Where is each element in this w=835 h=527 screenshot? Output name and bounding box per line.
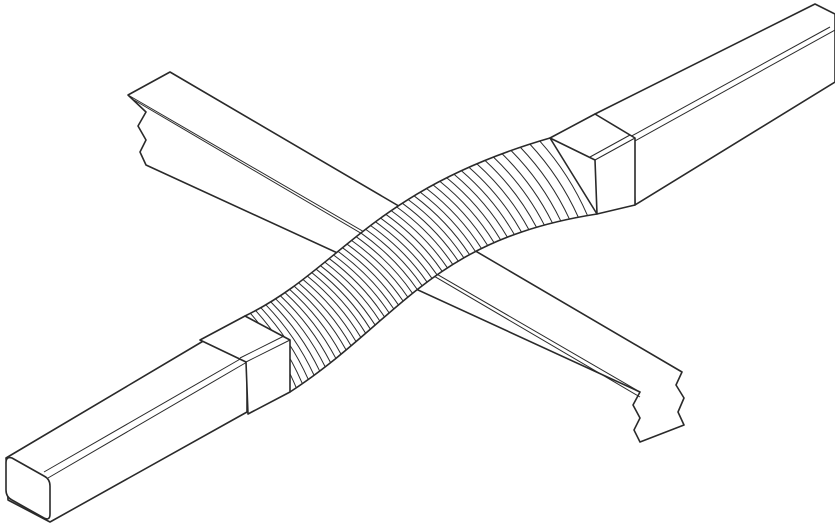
- flex-rib: [484, 160, 537, 228]
- flex-rib: [337, 250, 395, 310]
- flex-rib: [265, 304, 315, 376]
- flex-rib: [346, 243, 404, 302]
- flex-rib: [439, 180, 495, 243]
- lower-duct-edge-inner: [43, 357, 243, 473]
- flex-rib: [539, 140, 588, 216]
- flex-rib: [311, 272, 367, 334]
- flex-rib: [315, 268, 371, 330]
- flex-rib: [333, 254, 390, 314]
- flex-rib: [407, 199, 465, 259]
- flex-rib: [351, 239, 409, 298]
- flex-rib: [385, 213, 443, 272]
- flex-rib: [320, 265, 376, 326]
- lower-left-duct: [5, 315, 291, 523]
- flex-rib: [519, 146, 570, 220]
- flex-rib: [280, 295, 332, 363]
- lower-connector-edge: [245, 339, 291, 363]
- flex-rib: [375, 221, 433, 279]
- flex-rib: [328, 258, 385, 318]
- flex-rib: [270, 301, 321, 372]
- flex-rib: [446, 177, 502, 241]
- flex-rib: [401, 202, 459, 262]
- upper-connector-edge-2: [589, 134, 631, 158]
- flex-rib: [493, 156, 545, 226]
- flex-rib: [360, 232, 418, 290]
- flex-rib: [275, 298, 326, 368]
- flex-rib: [419, 191, 476, 252]
- flex-ribs: [250, 140, 588, 389]
- flex-rib: [289, 289, 342, 355]
- flex-rib: [476, 163, 530, 230]
- flex-rib: [501, 153, 553, 224]
- flex-rib: [324, 261, 381, 322]
- upper-connector-edge: [594, 137, 636, 161]
- flex-rib: [468, 166, 522, 233]
- lower-connector-edge-2: [239, 335, 285, 359]
- upper-right-duct: [549, 3, 835, 215]
- flex-rib: [453, 173, 508, 238]
- flex-rib: [298, 282, 352, 347]
- flex-rib: [396, 206, 454, 265]
- lower-duct-edge: [47, 361, 248, 479]
- flex-rib: [510, 150, 562, 222]
- flex-rib: [529, 143, 579, 218]
- flex-rib: [284, 292, 337, 359]
- flex-rib: [293, 285, 347, 351]
- lower-duct-end-face: [5, 456, 51, 520]
- upper-duct-edge-inner: [627, 26, 831, 139]
- flex-rib: [380, 217, 438, 276]
- flex-rib: [432, 184, 489, 246]
- flex-rib: [460, 170, 515, 235]
- flex-rib: [355, 236, 413, 294]
- flex-rib: [365, 228, 423, 287]
- flex-rib: [302, 279, 357, 342]
- flex-rib: [413, 195, 470, 255]
- flex-rib: [342, 247, 399, 306]
- upper-duct-edge: [632, 29, 835, 143]
- flex-rib: [390, 210, 448, 269]
- flex-rib: [307, 275, 362, 338]
- flex-rib: [370, 225, 428, 283]
- flex-rib: [426, 188, 482, 249]
